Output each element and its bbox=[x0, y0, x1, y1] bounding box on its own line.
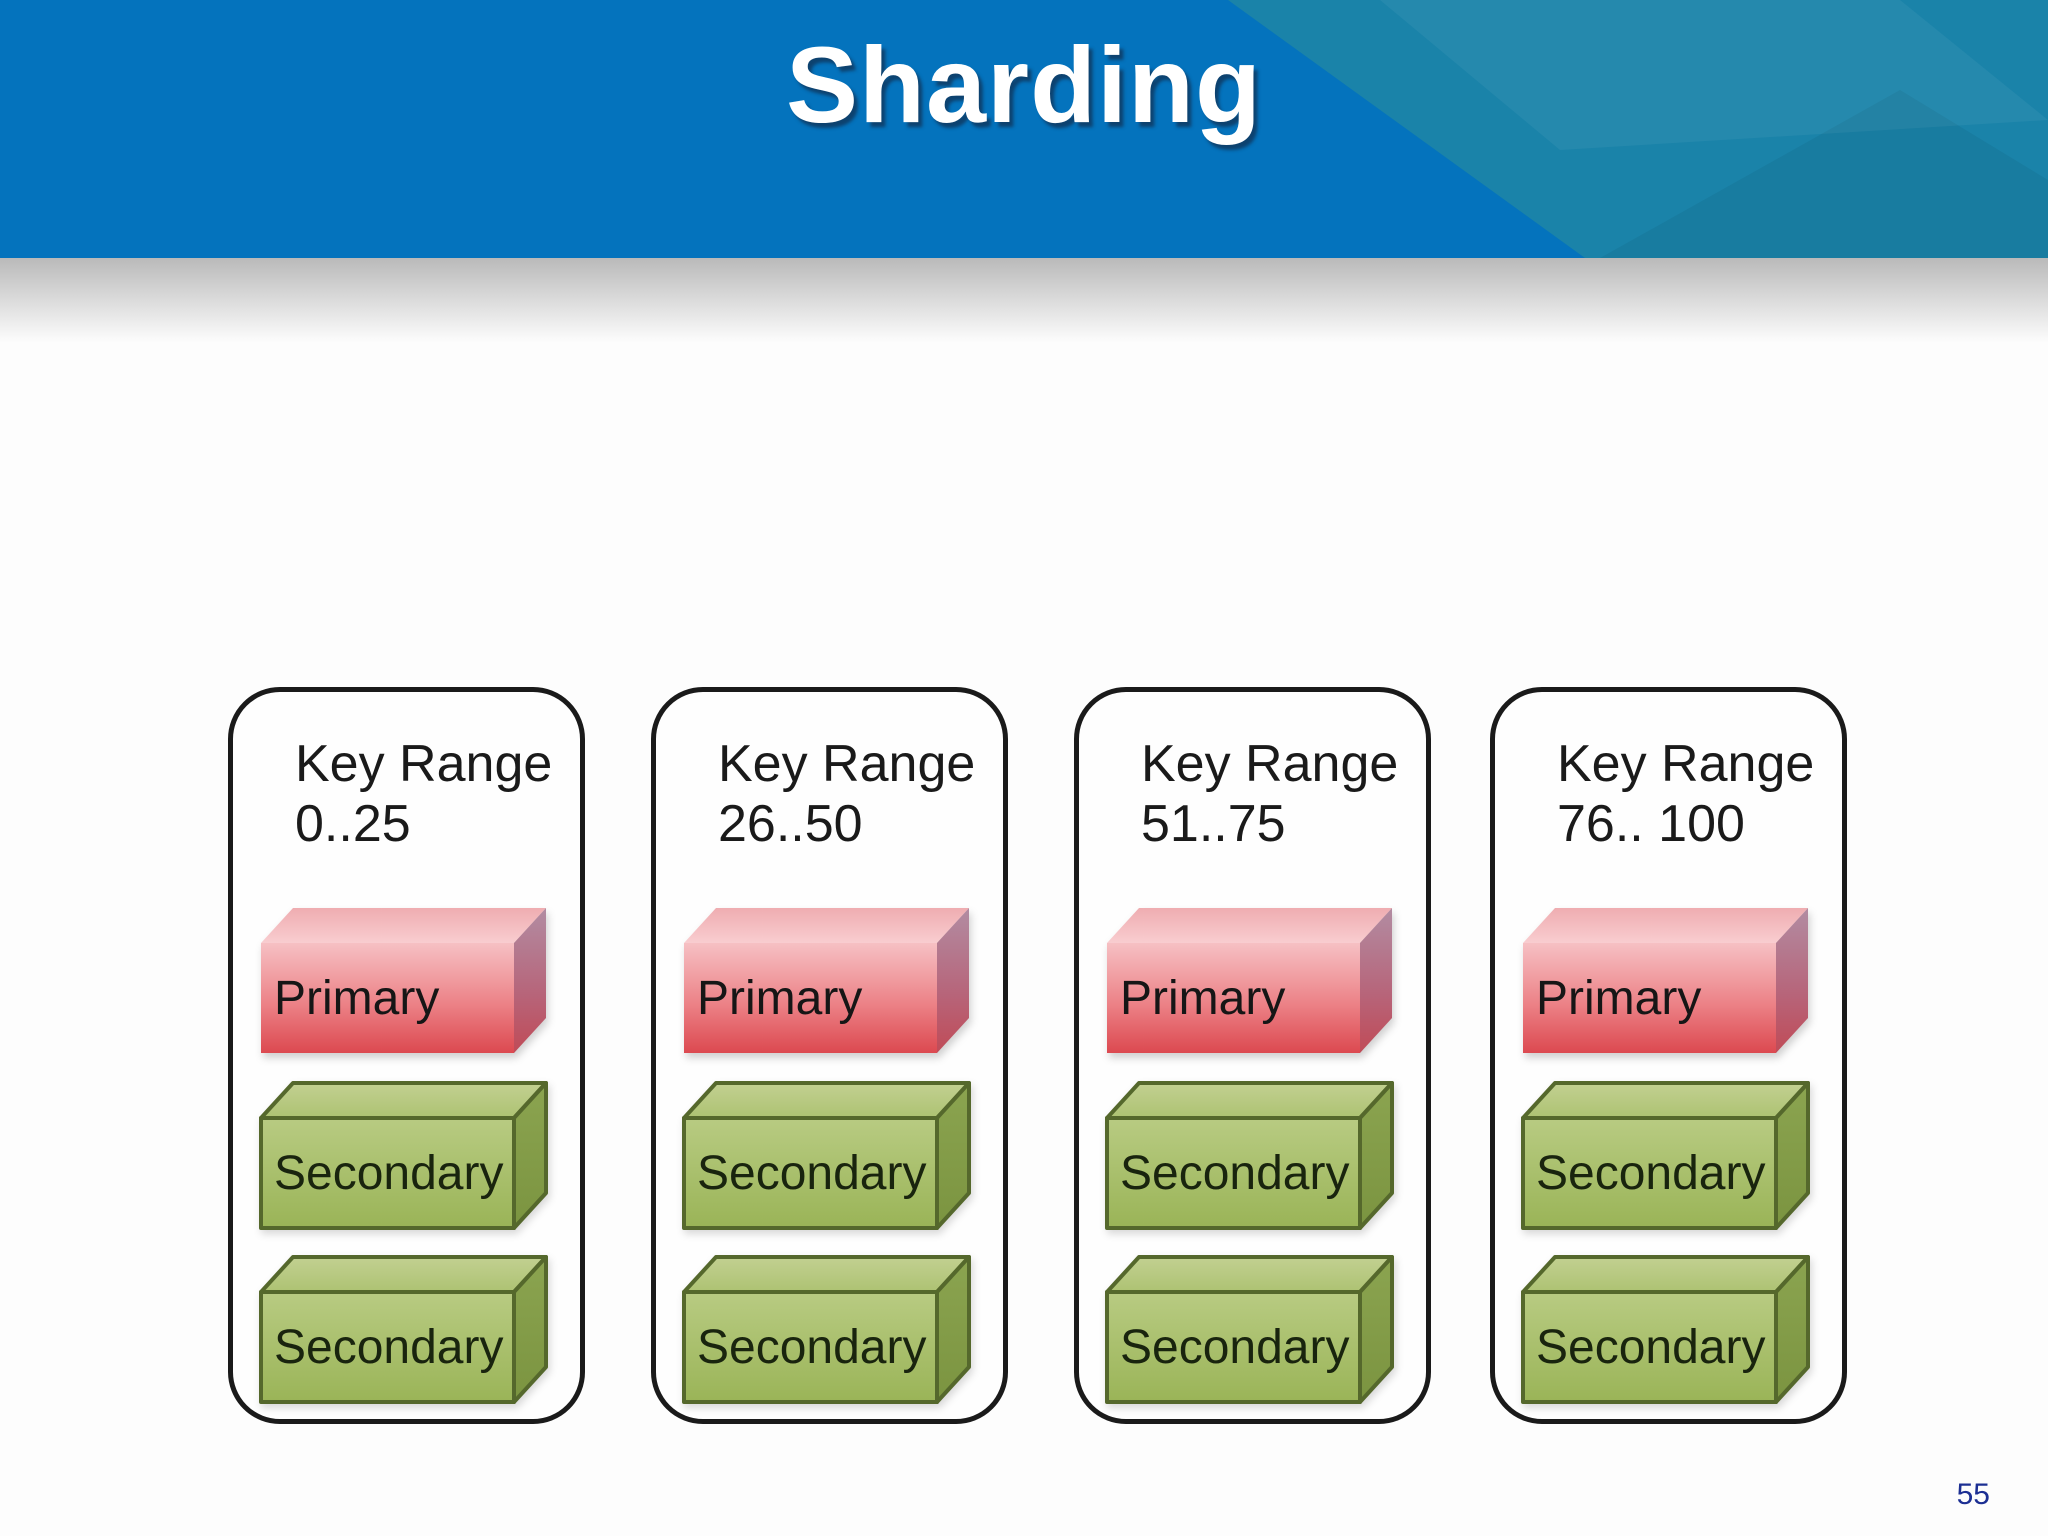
secondary-node: Secondary bbox=[1105, 1255, 1394, 1404]
secondary-label: Secondary bbox=[1536, 1320, 1766, 1374]
primary-box-3d bbox=[261, 908, 546, 1053]
secondary-box-3d bbox=[1105, 1081, 1394, 1230]
secondary-node: Secondary bbox=[682, 1255, 971, 1404]
key-range-value: 0..25 bbox=[295, 795, 411, 853]
key-range-title: Key Range bbox=[1557, 735, 1815, 793]
secondary-box-3d bbox=[1105, 1255, 1394, 1404]
secondary-label: Secondary bbox=[1536, 1146, 1766, 1200]
key-range-value: 76.. 100 bbox=[1557, 795, 1745, 853]
key-range-value: 26..50 bbox=[718, 795, 863, 853]
slide-header: Sharding bbox=[0, 0, 2048, 258]
secondary-box-3d bbox=[682, 1081, 971, 1230]
secondary-node: Secondary bbox=[682, 1081, 971, 1230]
secondary-label: Secondary bbox=[697, 1320, 927, 1374]
slide-title: Sharding bbox=[785, 24, 1263, 145]
shard-3: Key Range 51..75 Primary Secondary bbox=[1074, 687, 1431, 1424]
primary-node: Primary bbox=[684, 908, 969, 1053]
secondary-label: Secondary bbox=[1120, 1146, 1350, 1200]
secondary-box-3d bbox=[1521, 1081, 1810, 1230]
primary-box-3d bbox=[1523, 908, 1808, 1053]
key-range-value: 51..75 bbox=[1141, 795, 1286, 853]
primary-box-3d bbox=[684, 908, 969, 1053]
header-shadow bbox=[0, 258, 2048, 343]
key-range-title: Key Range bbox=[295, 735, 553, 793]
secondary-label: Secondary bbox=[1120, 1320, 1350, 1374]
shard-4: Key Range 76.. 100 Primary Secondary bbox=[1490, 687, 1847, 1424]
primary-node: Primary bbox=[1523, 908, 1808, 1053]
secondary-label: Secondary bbox=[274, 1320, 504, 1374]
primary-node: Primary bbox=[261, 908, 546, 1053]
secondary-node: Secondary bbox=[1105, 1081, 1394, 1230]
secondary-node: Secondary bbox=[1521, 1255, 1810, 1404]
key-range: Key Range 26..50 bbox=[718, 734, 975, 854]
primary-label: Primary bbox=[697, 971, 863, 1025]
secondary-box-3d bbox=[1521, 1255, 1810, 1404]
secondary-box-3d bbox=[682, 1255, 971, 1404]
secondary-node: Secondary bbox=[259, 1255, 548, 1404]
secondary-box-3d bbox=[259, 1081, 548, 1230]
primary-label: Primary bbox=[1120, 971, 1286, 1025]
secondary-node: Secondary bbox=[259, 1081, 548, 1230]
page-number: 55 bbox=[1956, 1478, 1990, 1511]
secondary-label: Secondary bbox=[697, 1146, 927, 1200]
primary-node: Primary bbox=[1107, 908, 1392, 1053]
key-range: Key Range 76.. 100 bbox=[1557, 734, 1814, 854]
secondary-box-3d bbox=[259, 1255, 548, 1404]
shard-1: Key Range 0..25 Primary Secondary bbox=[228, 687, 585, 1424]
key-range: Key Range 0..25 bbox=[295, 734, 552, 854]
primary-box-3d bbox=[1107, 908, 1392, 1053]
primary-label: Primary bbox=[1536, 971, 1702, 1025]
key-range-title: Key Range bbox=[718, 735, 976, 793]
secondary-label: Secondary bbox=[274, 1146, 504, 1200]
shard-2: Key Range 26..50 Primary Secondary bbox=[651, 687, 1008, 1424]
key-range-title: Key Range bbox=[1141, 735, 1399, 793]
primary-label: Primary bbox=[274, 971, 440, 1025]
key-range: Key Range 51..75 bbox=[1141, 734, 1398, 854]
secondary-node: Secondary bbox=[1521, 1081, 1810, 1230]
